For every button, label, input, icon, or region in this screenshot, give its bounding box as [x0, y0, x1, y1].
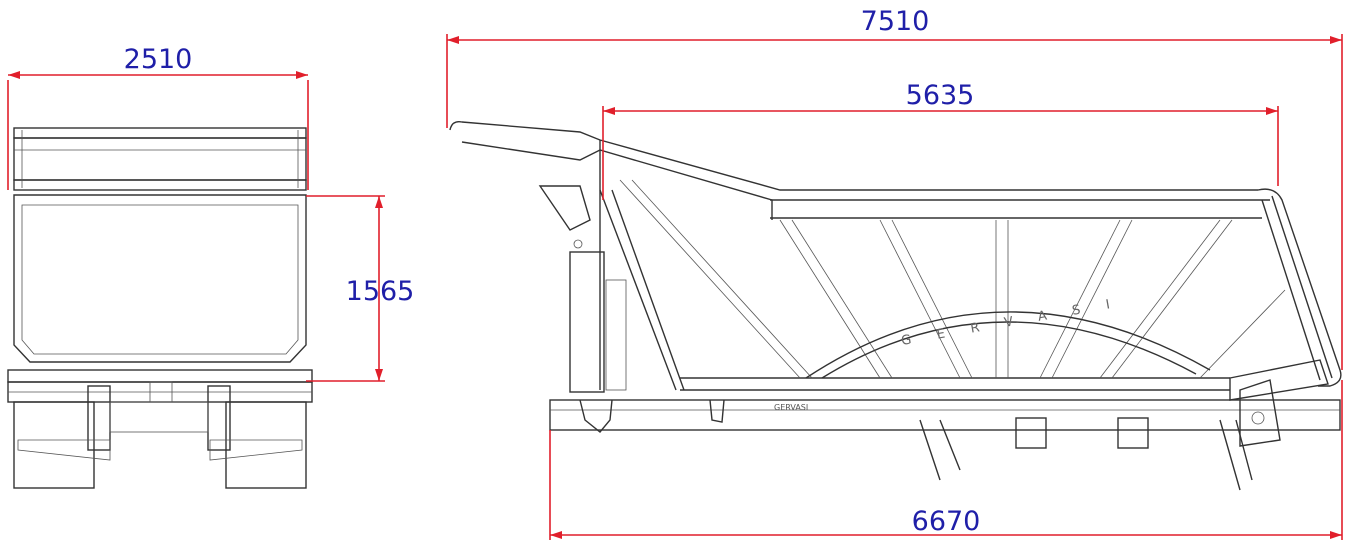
chassis-length-label: 6670 [912, 506, 981, 537]
dimension-body-length: 5635 [602, 80, 1279, 200]
front-top-rail [13, 127, 307, 139]
overall-length-label: 7510 [861, 6, 930, 37]
side-rear-bracket-2 [1117, 417, 1149, 449]
side-hydraulic-cylinder [569, 251, 605, 393]
dimension-chassis-length: 6670 [549, 380, 1343, 540]
front-lower-frame [7, 369, 313, 383]
body-length-label: 5635 [906, 80, 975, 111]
side-chassis-rail [549, 399, 1341, 431]
dimension-overall-length: 7510 [446, 6, 1343, 370]
side-view: GERVASI GERVASI [449, 120, 1342, 491]
side-rear-bracket-1 [1015, 417, 1047, 449]
front-left-wheel [13, 401, 95, 489]
chassis-brand-lettering: GERVASI [774, 403, 808, 412]
front-height-label: 1565 [346, 276, 415, 307]
front-body-panel [13, 194, 307, 363]
front-right-wheel [225, 401, 307, 489]
side-canopy-outline [449, 120, 1342, 387]
front-middle-rail [13, 179, 307, 191]
front-width-label: 2510 [124, 44, 193, 75]
side-body-ribs [619, 179, 1286, 379]
front-view [7, 127, 313, 489]
front-upper-panel [13, 137, 307, 181]
dimension-front-width: 2510 [7, 44, 309, 190]
side-body-arch [805, 311, 1211, 379]
dimension-front-height: 1565 [306, 195, 415, 382]
